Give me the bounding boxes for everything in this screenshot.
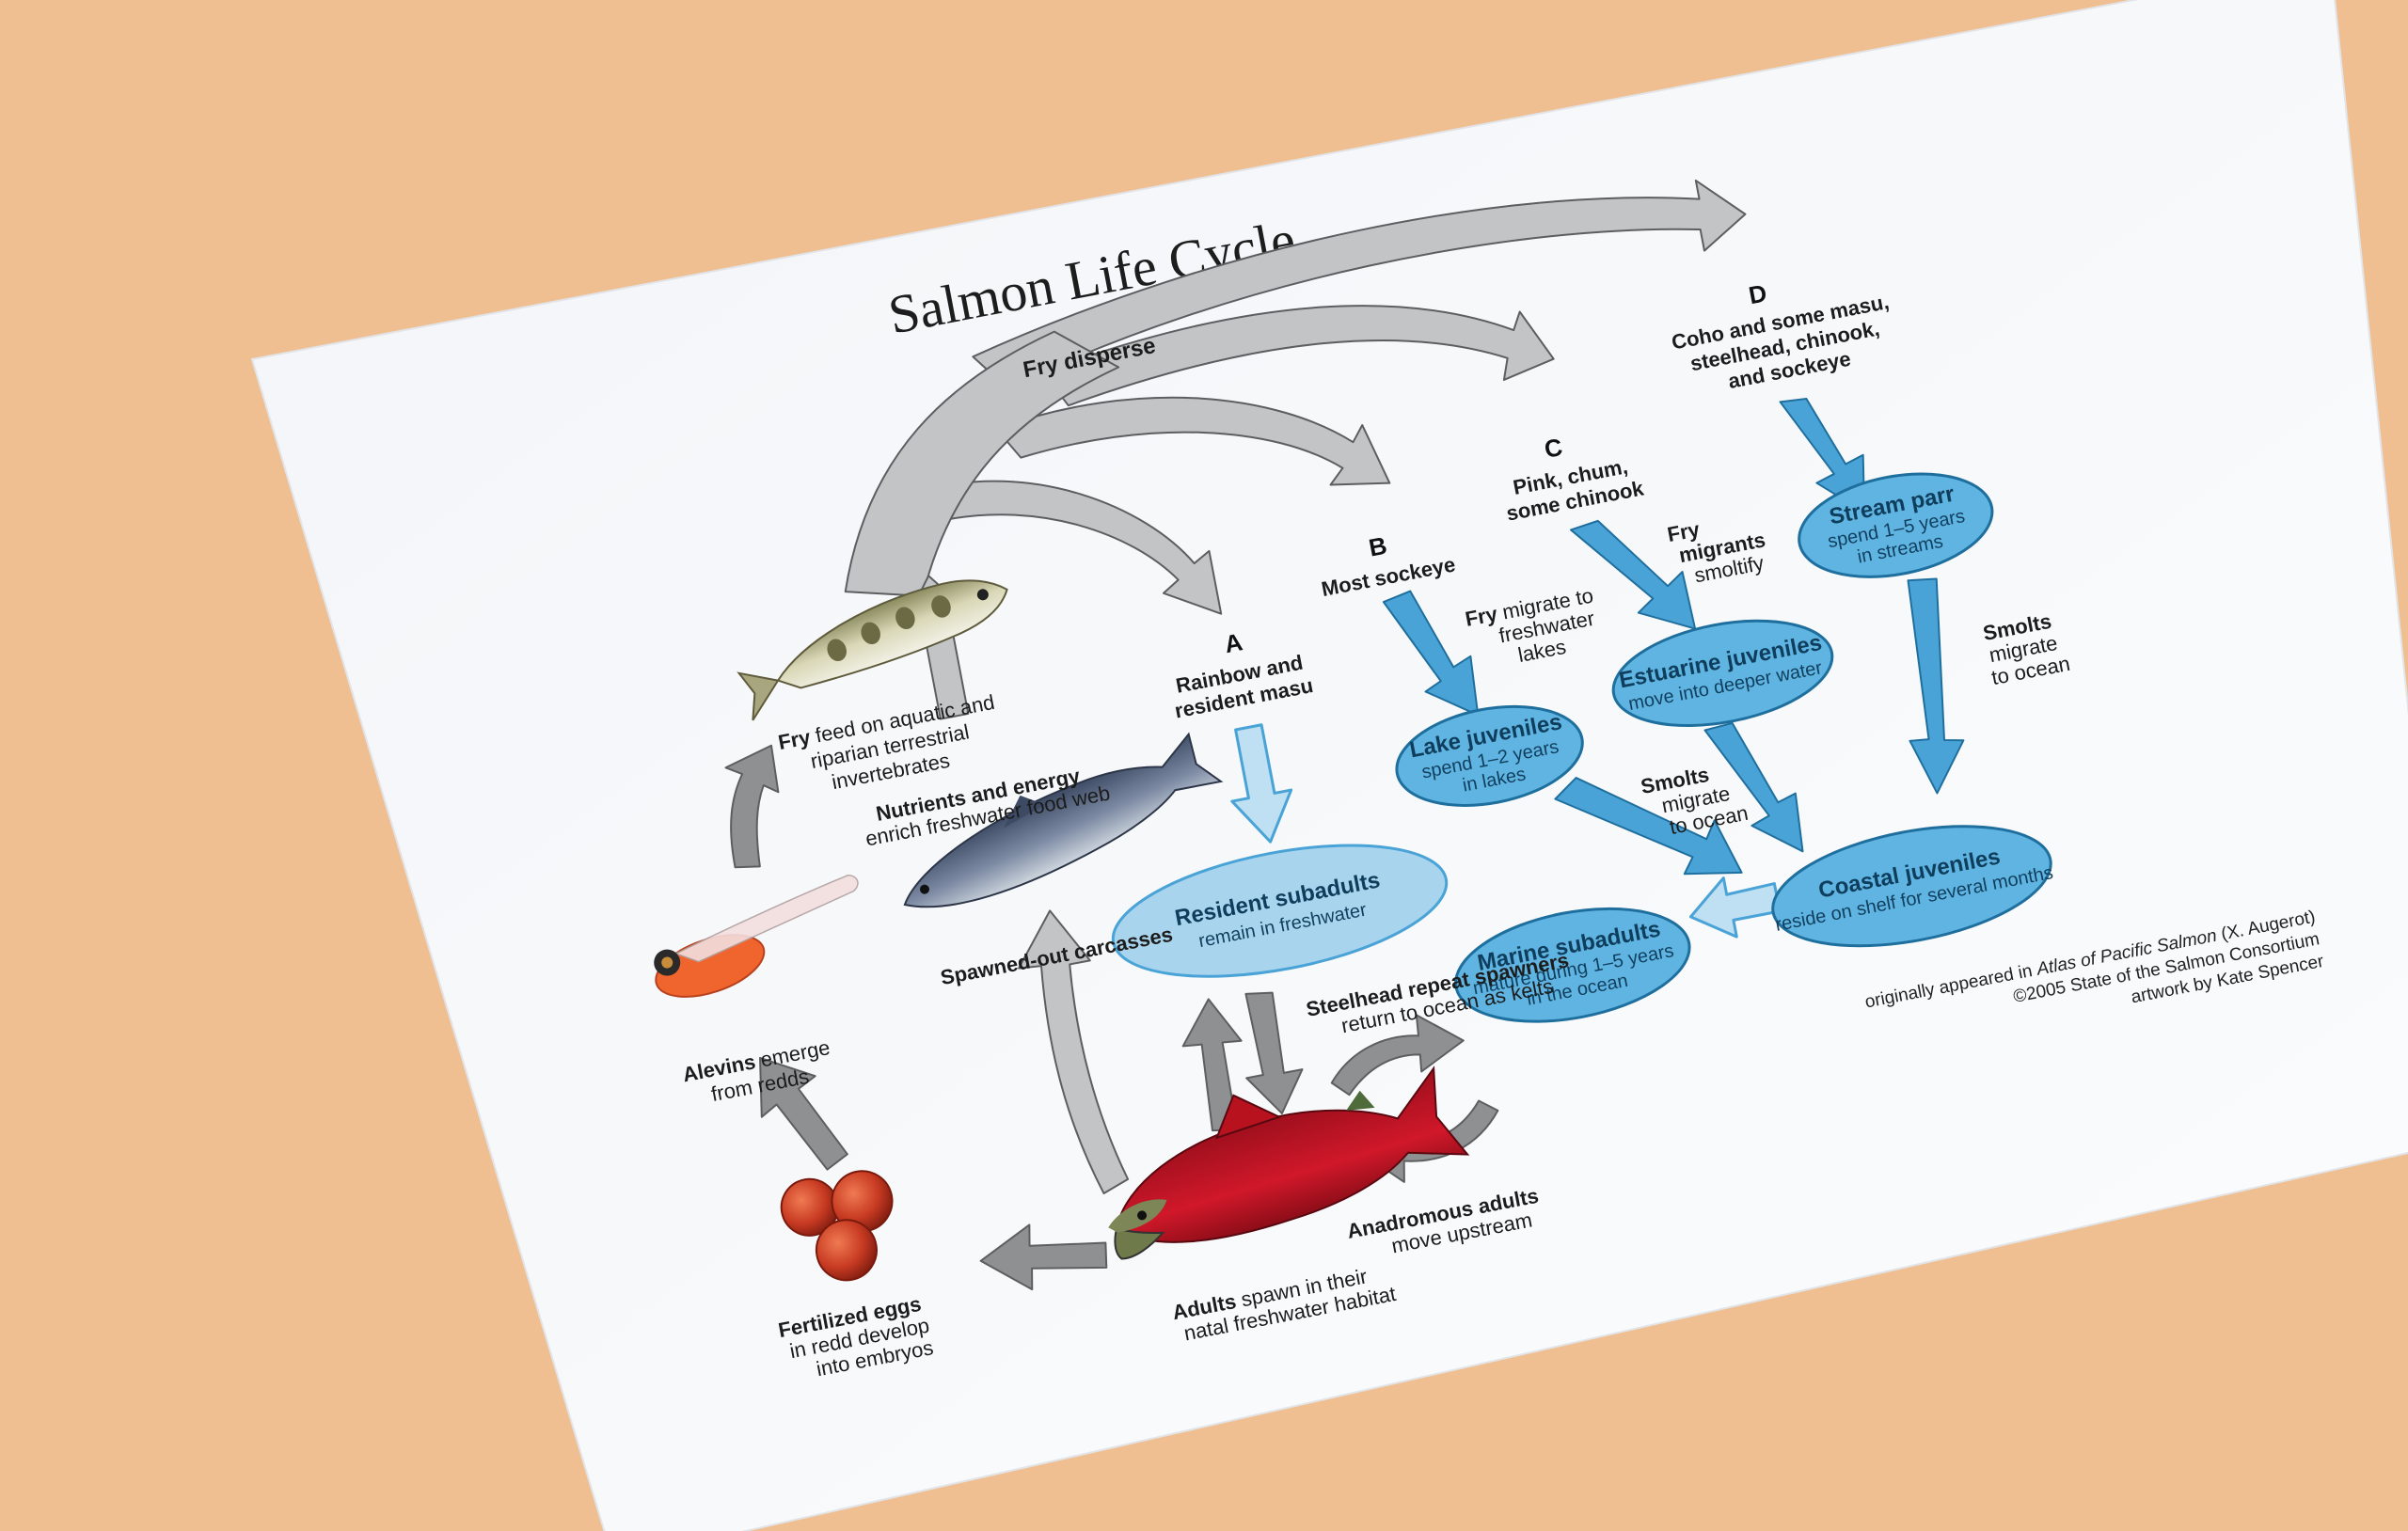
arrow-eggs-to-alevins [759,1056,848,1171]
arrow-adults-to-carcasses [1018,909,1130,1194]
ellipse-resident-subadults: Resident subadults remain in freshwater [1111,844,1449,978]
arrow-b-to-lake [1382,590,1480,717]
eggs-illustration [780,1170,894,1282]
arrow-estuarine-to-coastal [1703,721,1804,853]
adult-sockeye-illustration [1108,1065,1470,1260]
arrow-stream-to-coastal [1907,577,1965,795]
label-fry-migrants: Fry migrants smoltify [1666,517,1767,588]
group-d-header: D Coho and some masu, steelhead, chinook… [1670,278,1891,393]
arrow-a-to-resident [1230,723,1293,844]
arrow-resident-down [1244,991,1304,1114]
ellipse-lake-juveniles: Lake juveniles spend 1–2 years in lakes [1395,704,1584,807]
disperse-arrow-d [972,179,1747,389]
paper-sheet [250,0,2408,1531]
ellipse-stream-parr: Stream parr spend 1–5 years in streams [1798,472,1994,578]
arrow-coastal-to-marine [1688,876,1782,939]
arrow-lake-to-coastal [1554,777,1743,876]
label-fry-migrate-lakes: Frymigrate to freshwater lakes [1464,583,1597,667]
alevin-illustration [654,874,859,998]
disperse-arrow-b [995,396,1391,486]
arrow-alevins-to-fry [724,744,780,869]
fry-illustration [737,579,1008,721]
arrow-steelhead-kelts [1330,1014,1465,1097]
disperse-arrow-trunk [844,330,1120,597]
arrow-adults-up-resident [1181,998,1243,1132]
arrow-adults-to-eggs [979,1223,1108,1291]
disperse-arrow-a [921,480,1223,615]
carcass-illustration [903,732,1224,908]
fry-disperse-arrows [844,179,1747,615]
arrow-c-to-estuarine [1570,519,1697,630]
disperse-arrow-c [1041,305,1555,407]
